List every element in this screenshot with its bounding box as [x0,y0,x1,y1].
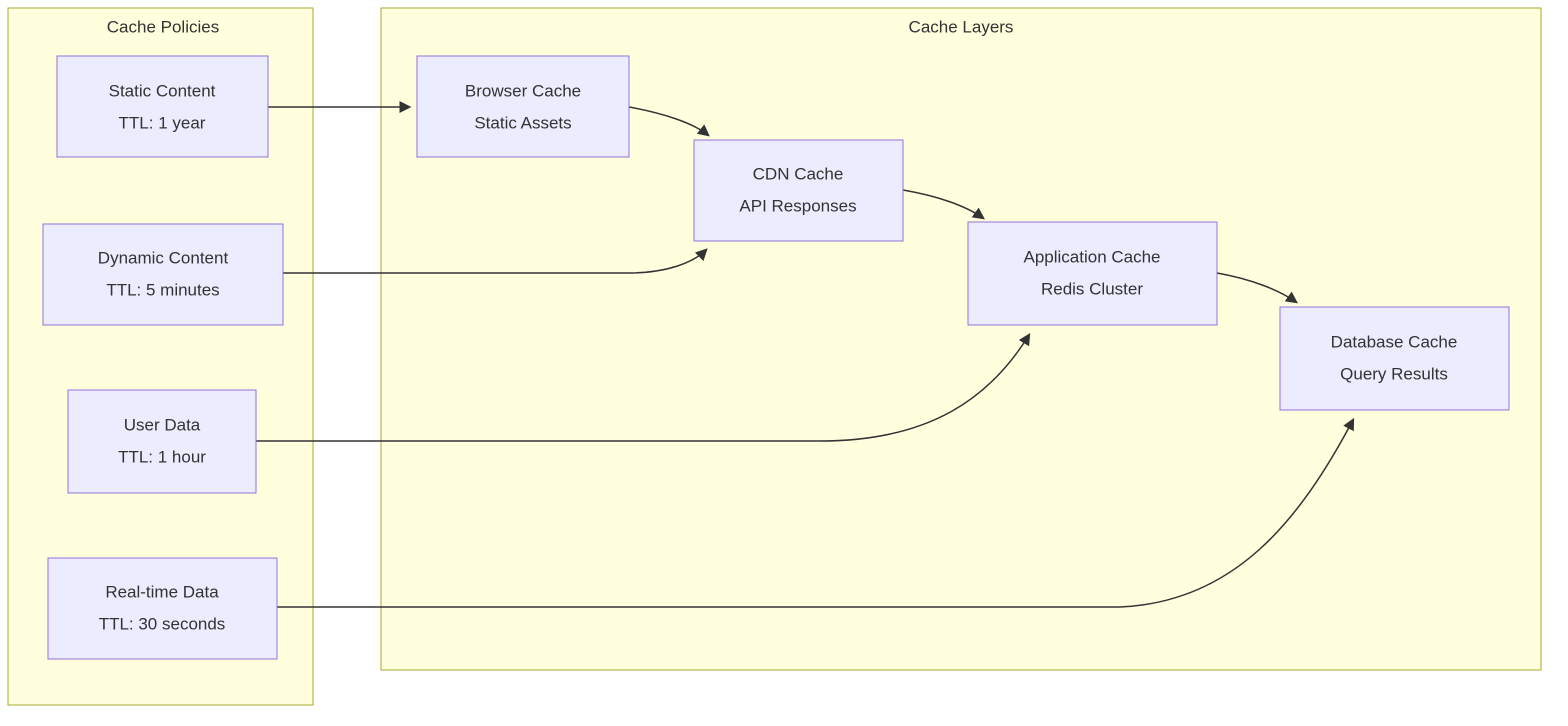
cdn-cache-sublabel: API Responses [739,196,856,215]
browser-cache-label: Browser Cache [465,81,581,100]
real-time-data-box [47,557,278,660]
user-data-ttl: TTL: 1 hour [118,447,206,466]
browser-cache-box [416,55,630,158]
cdn-cache-label: CDN Cache [753,164,844,183]
cdn-cache-box [693,139,904,242]
application-cache-box [967,221,1218,326]
edge-dynamic-content-to-cdn-cache [283,248,708,274]
dynamic-content-label: Dynamic Content [98,248,229,267]
browser-cache-sublabel: Static Assets [474,113,571,132]
database-cache-sublabel: Query Results [1340,364,1448,383]
database-cache-label: Database Cache [1331,332,1458,351]
cache-policies-title: Cache Policies [107,17,219,36]
real-time-data-ttl: TTL: 30 seconds [99,614,226,633]
node-application-cache: Application Cache Redis Cluster [967,221,1218,326]
node-browser-cache: Browser Cache Static Assets [416,55,630,158]
dynamic-content-box [42,223,284,326]
node-dynamic-content: Dynamic Content TTL: 5 minutes [42,223,284,326]
application-cache-label: Application Cache [1023,247,1160,266]
user-data-box [67,389,257,494]
edge-cdn-cache-to-application-cache [902,189,985,220]
node-user-data: User Data TTL: 1 hour [67,389,257,494]
node-database-cache: Database Cache Query Results [1279,306,1510,411]
application-cache-sublabel: Redis Cluster [1041,279,1143,298]
cache-layers-title: Cache Layers [909,17,1014,36]
static-content-box [56,55,269,158]
node-real-time-data: Real-time Data TTL: 30 seconds [47,557,278,660]
user-data-label: User Data [124,415,201,434]
database-cache-box [1279,306,1510,411]
edge-user-data-to-application-cache [256,332,1031,442]
node-static-content: Static Content TTL: 1 year [56,55,269,158]
static-content-ttl: TTL: 1 year [119,113,206,132]
edge-browser-cache-to-cdn-cache [628,106,710,137]
edge-real-time-data-to-database-cache [277,417,1355,608]
static-content-label: Static Content [109,81,216,100]
dynamic-content-ttl: TTL: 5 minutes [106,280,219,299]
real-time-data-label: Real-time Data [105,582,219,601]
node-cdn-cache: CDN Cache API Responses [693,139,904,242]
edge-application-cache-to-database-cache [1216,272,1298,304]
